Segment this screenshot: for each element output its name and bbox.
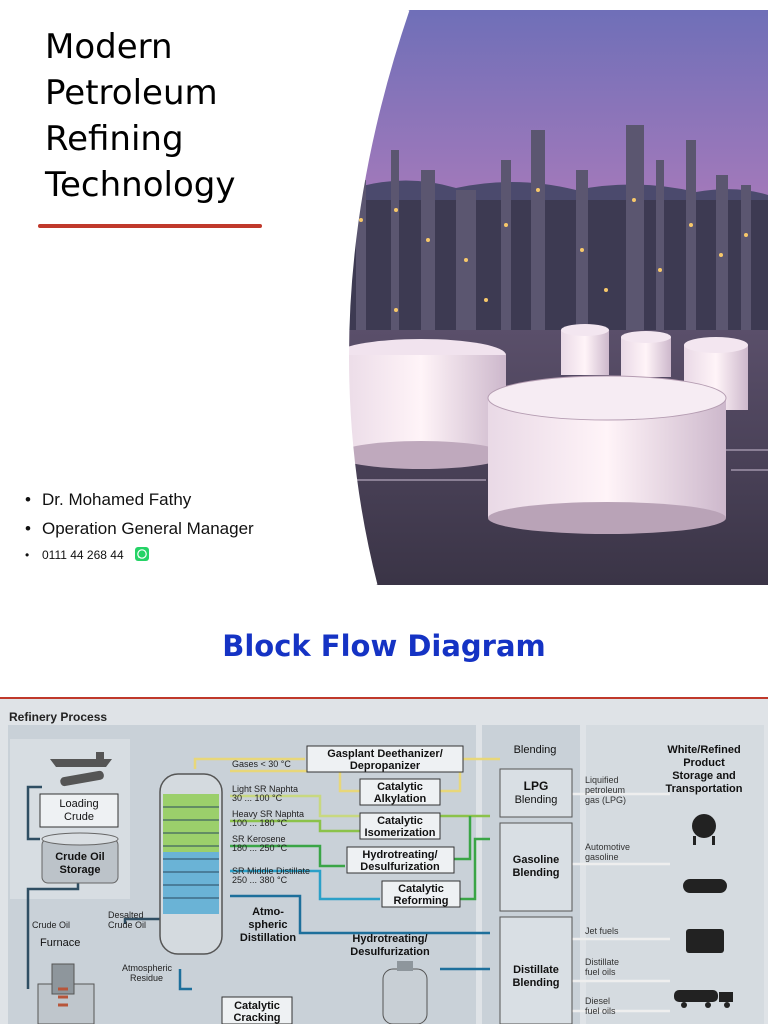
unit-gasplant[interactable]: Gasplant Deethanizer/ Depropanizer	[306, 745, 464, 773]
atm-distillation-label: Distillation	[240, 932, 297, 944]
atm-residue-label: Residue	[130, 973, 163, 983]
unit-isomerization-label: Catalytic	[377, 815, 423, 827]
tanker-truck-icon	[674, 990, 733, 1008]
pipeline-icon	[60, 770, 104, 787]
cut-range: 250 ... 380 °C	[232, 875, 288, 885]
cut-label: SR Kerosene	[232, 834, 286, 844]
blending-lpg-label: Blending	[515, 794, 558, 806]
cut-range: 30 ... 100 °C	[232, 793, 283, 803]
blending-lpg[interactable]: LPG Blending	[499, 768, 573, 818]
crude-storage-label: Storage	[60, 864, 101, 876]
product-label: Diesel	[585, 996, 610, 1006]
bullet-tank-icon	[683, 879, 727, 893]
unit-reforming-label: Reforming	[394, 895, 449, 907]
storage-tank-icon	[686, 929, 724, 953]
atm-distillation-label: Atmo-	[252, 906, 284, 918]
unit-hydrotreating2-label: Desulfurization	[350, 946, 430, 958]
sphere-tank-icon	[692, 814, 716, 845]
cut-range: 100 ... 180 °C	[232, 818, 288, 828]
title-line: Refining	[45, 119, 184, 159]
presenter-phone: 0111 44 268 44	[22, 543, 254, 567]
product-label: Distillate	[585, 957, 619, 967]
refinery-photo	[336, 10, 768, 585]
presenter-info: Dr. Mohamed Fathy Operation General Mana…	[22, 485, 254, 567]
unit-reforming-label: Catalytic	[398, 883, 444, 895]
storage-panel	[586, 725, 764, 1024]
presenter-role: Operation General Manager	[22, 514, 254, 543]
process-flow-svg: Blending White/Refined Product Storage a…	[8, 725, 764, 1024]
unit-cracking-label: Cracking	[233, 1012, 280, 1024]
slide-title: Modern Petroleum Refining Technology	[45, 24, 345, 208]
presenter-name: Dr. Mohamed Fathy	[22, 485, 254, 514]
crude-oil-label: Crude Oil	[32, 920, 70, 930]
blending-gasoline-label: Gasoline	[513, 854, 559, 866]
title-underline	[38, 224, 262, 228]
blending-distillate-label: Distillate	[513, 964, 559, 976]
title-line: Technology	[45, 165, 236, 205]
loading-crude-box	[39, 793, 119, 828]
atm-residue-label: Atmospheric	[122, 963, 173, 973]
whatsapp-icon[interactable]	[134, 547, 149, 561]
unit-alkylation-label: Catalytic	[377, 781, 423, 793]
unit-reforming[interactable]: Catalytic Reforming	[381, 880, 461, 908]
unit-gasplant-label: Depropanizer	[350, 760, 421, 772]
crude-storage-label: Crude Oil	[55, 851, 105, 863]
storage-header-line: Storage and	[672, 770, 736, 782]
product-label: Automotive	[585, 842, 630, 852]
slide-title: Block Flow Diagram	[222, 629, 546, 663]
product-label: petroleum	[585, 785, 625, 795]
loading-crude-label: Loading	[59, 798, 98, 810]
product-label: gasoline	[585, 852, 619, 862]
unit-hydrotreating2-label: Hydrotreating/	[352, 933, 427, 945]
divider	[0, 697, 768, 699]
title-line: Modern	[45, 27, 173, 67]
atm-distillation-label: spheric	[248, 919, 287, 931]
loading-crude-label: Crude	[64, 811, 94, 823]
unit-cracking[interactable]: Catalytic Cracking	[221, 996, 293, 1024]
cut-label: SR Middle Distillate	[232, 866, 310, 876]
blending-distillate-label: Blending	[512, 977, 559, 989]
product-label: Liquified	[585, 775, 619, 785]
block-flow-slide: Block Flow Diagram Refinery Process Blen…	[0, 585, 768, 1024]
unit-isomerization[interactable]: Catalytic Isomerization	[359, 812, 441, 840]
desalted-label: Desalted	[108, 910, 144, 920]
tanker-ship-icon	[50, 752, 112, 767]
unit-hydrotreating-label: Hydrotreating/	[362, 849, 437, 861]
furnace-label: Furnace	[40, 937, 80, 949]
blending-lpg-label: LPG	[524, 779, 549, 793]
distillation-column[interactable]	[159, 773, 223, 955]
cut-label: Heavy SR Naphta	[232, 809, 304, 819]
storage-header-line: Transportation	[665, 783, 742, 795]
cut-label: Gases < 30 °C	[232, 759, 291, 769]
product-label: fuel oils	[585, 967, 616, 977]
cut-range: 180 ... 250 °C	[232, 843, 288, 853]
unit-cracking-label: Catalytic	[234, 1000, 280, 1012]
unit-alkylation-label: Alkylation	[374, 793, 427, 805]
blending-gasoline-label: Blending	[512, 867, 559, 879]
furnace-unit	[37, 963, 95, 1024]
blending-distillate[interactable]: Distillate Blending	[499, 916, 573, 1024]
cut-label: Light SR Naphta	[232, 784, 298, 794]
title-slide: Modern Petroleum Refining Technology	[0, 0, 768, 585]
desalted-label: Crude Oil	[108, 920, 146, 930]
diagram-heading: Refinery Process	[9, 710, 108, 724]
storage-header-line: White/Refined	[667, 744, 740, 756]
product-label: gas (LPG)	[585, 795, 626, 805]
unit-isomerization-label: Isomerization	[365, 827, 436, 839]
unit-gasplant-label: Gasplant Deethanizer/	[327, 748, 443, 760]
hydrotreater-vessel	[382, 961, 428, 1024]
unit-alkylation[interactable]: Catalytic Alkylation	[359, 778, 441, 806]
blending-header: Blending	[514, 744, 557, 756]
blending-gasoline[interactable]: Gasoline Blending	[499, 822, 573, 912]
title-line: Petroleum	[45, 73, 218, 113]
product-label: fuel oils	[585, 1006, 616, 1016]
unit-hydrotreating[interactable]: Hydrotreating/ Desulfurization	[346, 846, 455, 874]
refinery-illustration	[346, 10, 768, 585]
product-label: Jet fuels	[585, 926, 619, 936]
unit-hydrotreating-label: Desulfurization	[360, 861, 440, 873]
storage-header-line: Product	[683, 757, 725, 769]
refinery-process-diagram: Refinery Process Blending White/Refined …	[0, 699, 768, 1024]
